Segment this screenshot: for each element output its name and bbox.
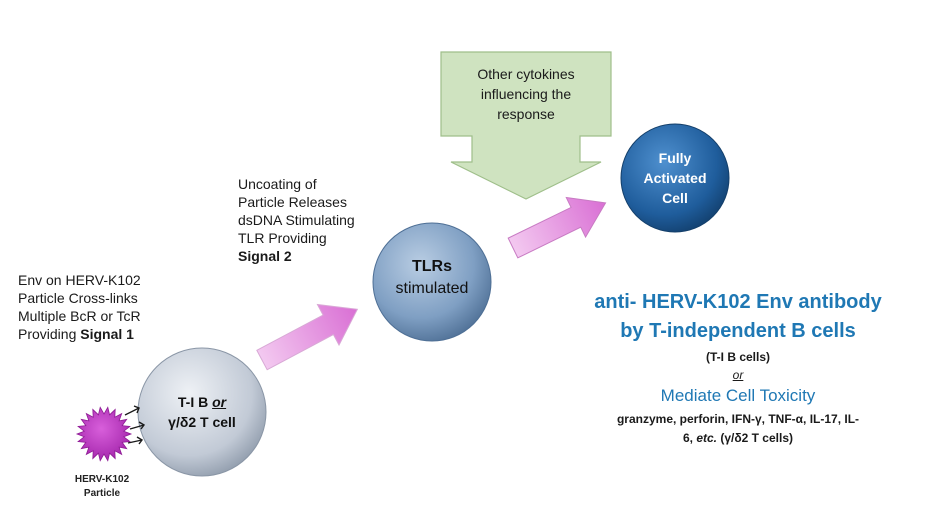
- cytokines-etc: etc.: [696, 431, 718, 445]
- signal-1-line-3: Multiple BcR or TcR: [18, 308, 141, 324]
- cytokines-callout-shape: [440, 51, 612, 200]
- signal-2-line-3: dsDNA Stimulating: [238, 212, 355, 228]
- signal-1-label: Signal 1: [80, 326, 134, 342]
- particle-label-line-1: HERV-K102: [74, 474, 130, 485]
- signal-1-line-4-prefix: Providing: [18, 326, 81, 342]
- signal-1-text: Env on HERV-K102 Particle Cross-links Mu…: [18, 271, 218, 343]
- outcome-subtitle: (T-I B cells): [705, 350, 770, 364]
- toxicity-label: Mediate Cell Toxicity: [660, 386, 816, 405]
- tib-cell-label: T-I B or γ/δ2 T cell: [140, 392, 264, 432]
- outcome-or-text: or: [732, 368, 744, 382]
- callout-line-3: response: [497, 106, 555, 122]
- particle-label-line-2: Particle: [83, 488, 121, 499]
- tib-line-1-prefix: T-I B: [177, 394, 213, 410]
- activated-line-2: Activated: [643, 170, 707, 186]
- signal-1-line-2: Particle Cross-links: [18, 290, 138, 306]
- tib-line-1-or: or: [212, 394, 227, 410]
- callout-line-2: influencing the: [480, 86, 572, 102]
- signal-arrow-1: [256, 303, 359, 371]
- signal-2-text: Uncoating of Particle Releases dsDNA Sti…: [238, 175, 438, 265]
- binding-arrows: [124, 405, 146, 445]
- cytokines-callout: Other cytokines influencing the response: [441, 64, 611, 124]
- signal-2-line-5: Signal 2: [238, 247, 438, 265]
- signal-2-label: Signal 2: [238, 248, 292, 264]
- particle-icon: [75, 406, 133, 462]
- tlr-line-1: TLRs: [412, 258, 452, 275]
- signal-1-line-1: Env on HERV-K102: [18, 272, 141, 288]
- outcome-block: anti- HERV-K102 Env antibody by T-indepe…: [548, 288, 928, 448]
- outcome-title-line-2: by T-independent B cells: [620, 320, 856, 342]
- signal-1-line-4: Providing Signal 1: [18, 325, 218, 343]
- cytokines-line-2-prefix: 6,: [682, 431, 697, 445]
- particle-label: HERV-K102 Particle: [56, 473, 148, 501]
- activated-cell-label: Fully Activated Cell: [621, 148, 729, 208]
- tib-line-2: γ/δ2 T cell: [168, 414, 236, 430]
- cytokines-line-2-suffix: (γ/δ2 T cells): [717, 431, 793, 445]
- signal-2-line-4: TLR Providing: [238, 230, 327, 246]
- signal-2-line-1: Uncoating of: [238, 176, 317, 192]
- tlr-cell-label: TLRs stimulated: [373, 256, 491, 300]
- activated-line-1: Fully: [658, 150, 692, 166]
- tib-line-1: T-I B or: [140, 392, 264, 412]
- activated-cell: [620, 123, 730, 233]
- cytokines-line-2: 6, etc. (γ/δ2 T cells): [548, 429, 928, 448]
- outcome-or: or: [548, 366, 928, 384]
- signal-arrow-2: [507, 196, 607, 259]
- callout-line-1: Other cytokines: [477, 66, 575, 82]
- activated-line-3: Cell: [662, 190, 688, 206]
- outcome-title-line-1: anti- HERV-K102 Env antibody: [594, 291, 882, 313]
- tlr-cell: [372, 222, 492, 342]
- signal-2-line-2: Particle Releases: [238, 194, 347, 210]
- cytokines-line-1: granzyme, perforin, IFN-γ, TNF-α, IL-17,…: [616, 412, 860, 426]
- tlr-line-2: stimulated: [395, 280, 469, 297]
